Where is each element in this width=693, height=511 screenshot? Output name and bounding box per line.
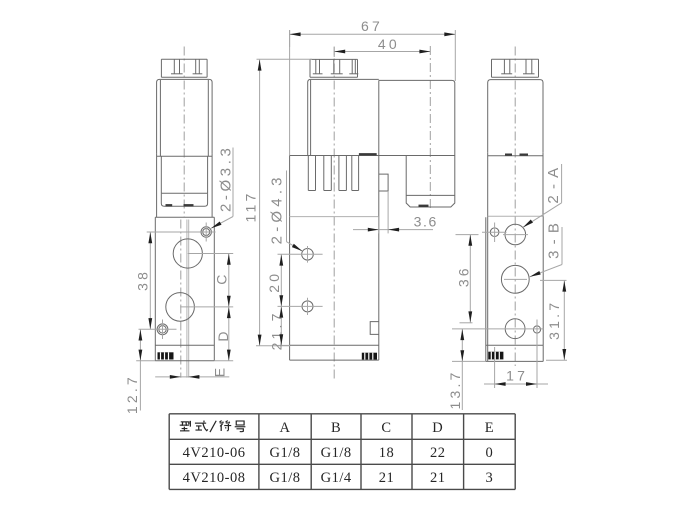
svg-text:0: 0 [486,445,494,461]
svg-text:4V210-08: 4V210-08 [183,470,246,486]
svg-text:3: 3 [486,470,494,486]
svg-text:67: 67 [361,18,383,34]
svg-text:3-B: 3-B [546,217,563,259]
svg-text:A: A [280,420,291,436]
svg-text:40: 40 [378,36,400,52]
svg-text:117: 117 [242,191,258,223]
svg-text:E: E [212,365,228,378]
svg-text:2-Ø4.3: 2-Ø4.3 [269,173,286,244]
svg-text:G1/8: G1/8 [321,445,352,461]
svg-text:3.6: 3.6 [414,214,438,230]
svg-text:4V210-06: 4V210-06 [183,445,246,461]
svg-text:C: C [381,420,391,436]
svg-text:G1/8: G1/8 [270,470,301,486]
svg-text:31.7: 31.7 [546,300,562,340]
svg-text:12.7: 12.7 [124,374,140,414]
svg-text:E: E [485,420,494,436]
svg-text:21: 21 [379,470,395,486]
svg-text:G1/4: G1/4 [321,470,352,486]
svg-text:21: 21 [430,470,446,486]
svg-text:22: 22 [430,445,446,461]
svg-text:C: C [214,271,230,284]
svg-text:G1/8: G1/8 [270,445,301,461]
svg-text:13.7: 13.7 [447,369,463,409]
svg-text:2-A: 2-A [545,162,562,204]
svg-text:D: D [215,328,231,341]
svg-text:2-Ø3.3: 2-Ø3.3 [218,145,235,212]
svg-text:38: 38 [134,269,150,291]
svg-text:36: 36 [455,265,471,287]
svg-text:17: 17 [506,368,528,384]
svg-text:D: D [432,420,443,436]
svg-text:B: B [331,420,341,436]
svg-text:18: 18 [379,445,395,461]
svg-text:20: 20 [266,271,282,293]
